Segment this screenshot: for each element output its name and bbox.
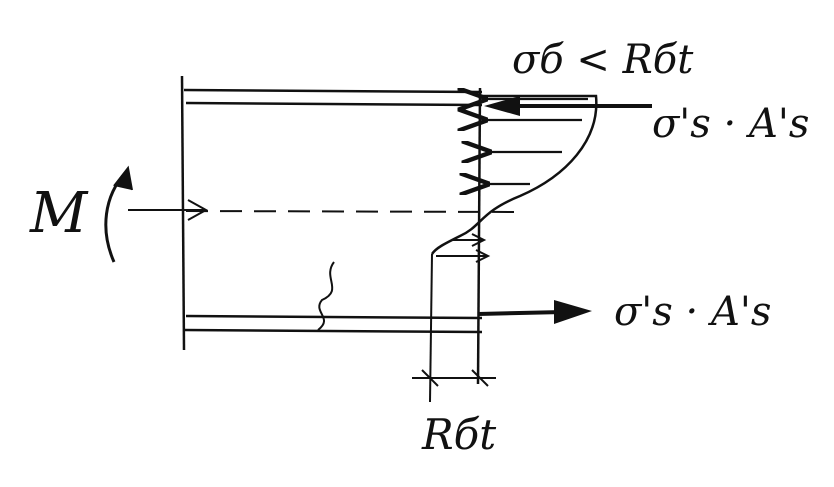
bottom-rebar-force-label: σ's · A's [614, 289, 772, 335]
beam-left-edge [180, 75, 186, 351]
neutral-axis-line [185, 210, 517, 213]
stress-condition-label: σб < Rбt [512, 37, 694, 83]
beam-top-edge [183, 88, 483, 94]
axis-force-arrow [128, 199, 209, 221]
moment-label: M [30, 181, 88, 246]
width-dimension [412, 253, 496, 403]
top-rebar-line [185, 101, 483, 107]
stress-curve [430, 94, 598, 255]
beam-bottom-edge [183, 328, 483, 334]
beam-section [180, 75, 483, 385]
crack-mark [317, 261, 335, 331]
section-cut-line [476, 87, 482, 385]
compression-arrows [486, 99, 588, 184]
top-rebar-force-arrow [484, 96, 652, 116]
moment-arrow [104, 165, 133, 263]
bottom-rebar-force-arrow [477, 300, 592, 324]
bottom-rebar-line [185, 314, 483, 320]
top-rebar-force-label: σ's · A's [652, 101, 810, 147]
tension-arrows [436, 233, 491, 263]
width-label: Rбt [422, 410, 497, 459]
